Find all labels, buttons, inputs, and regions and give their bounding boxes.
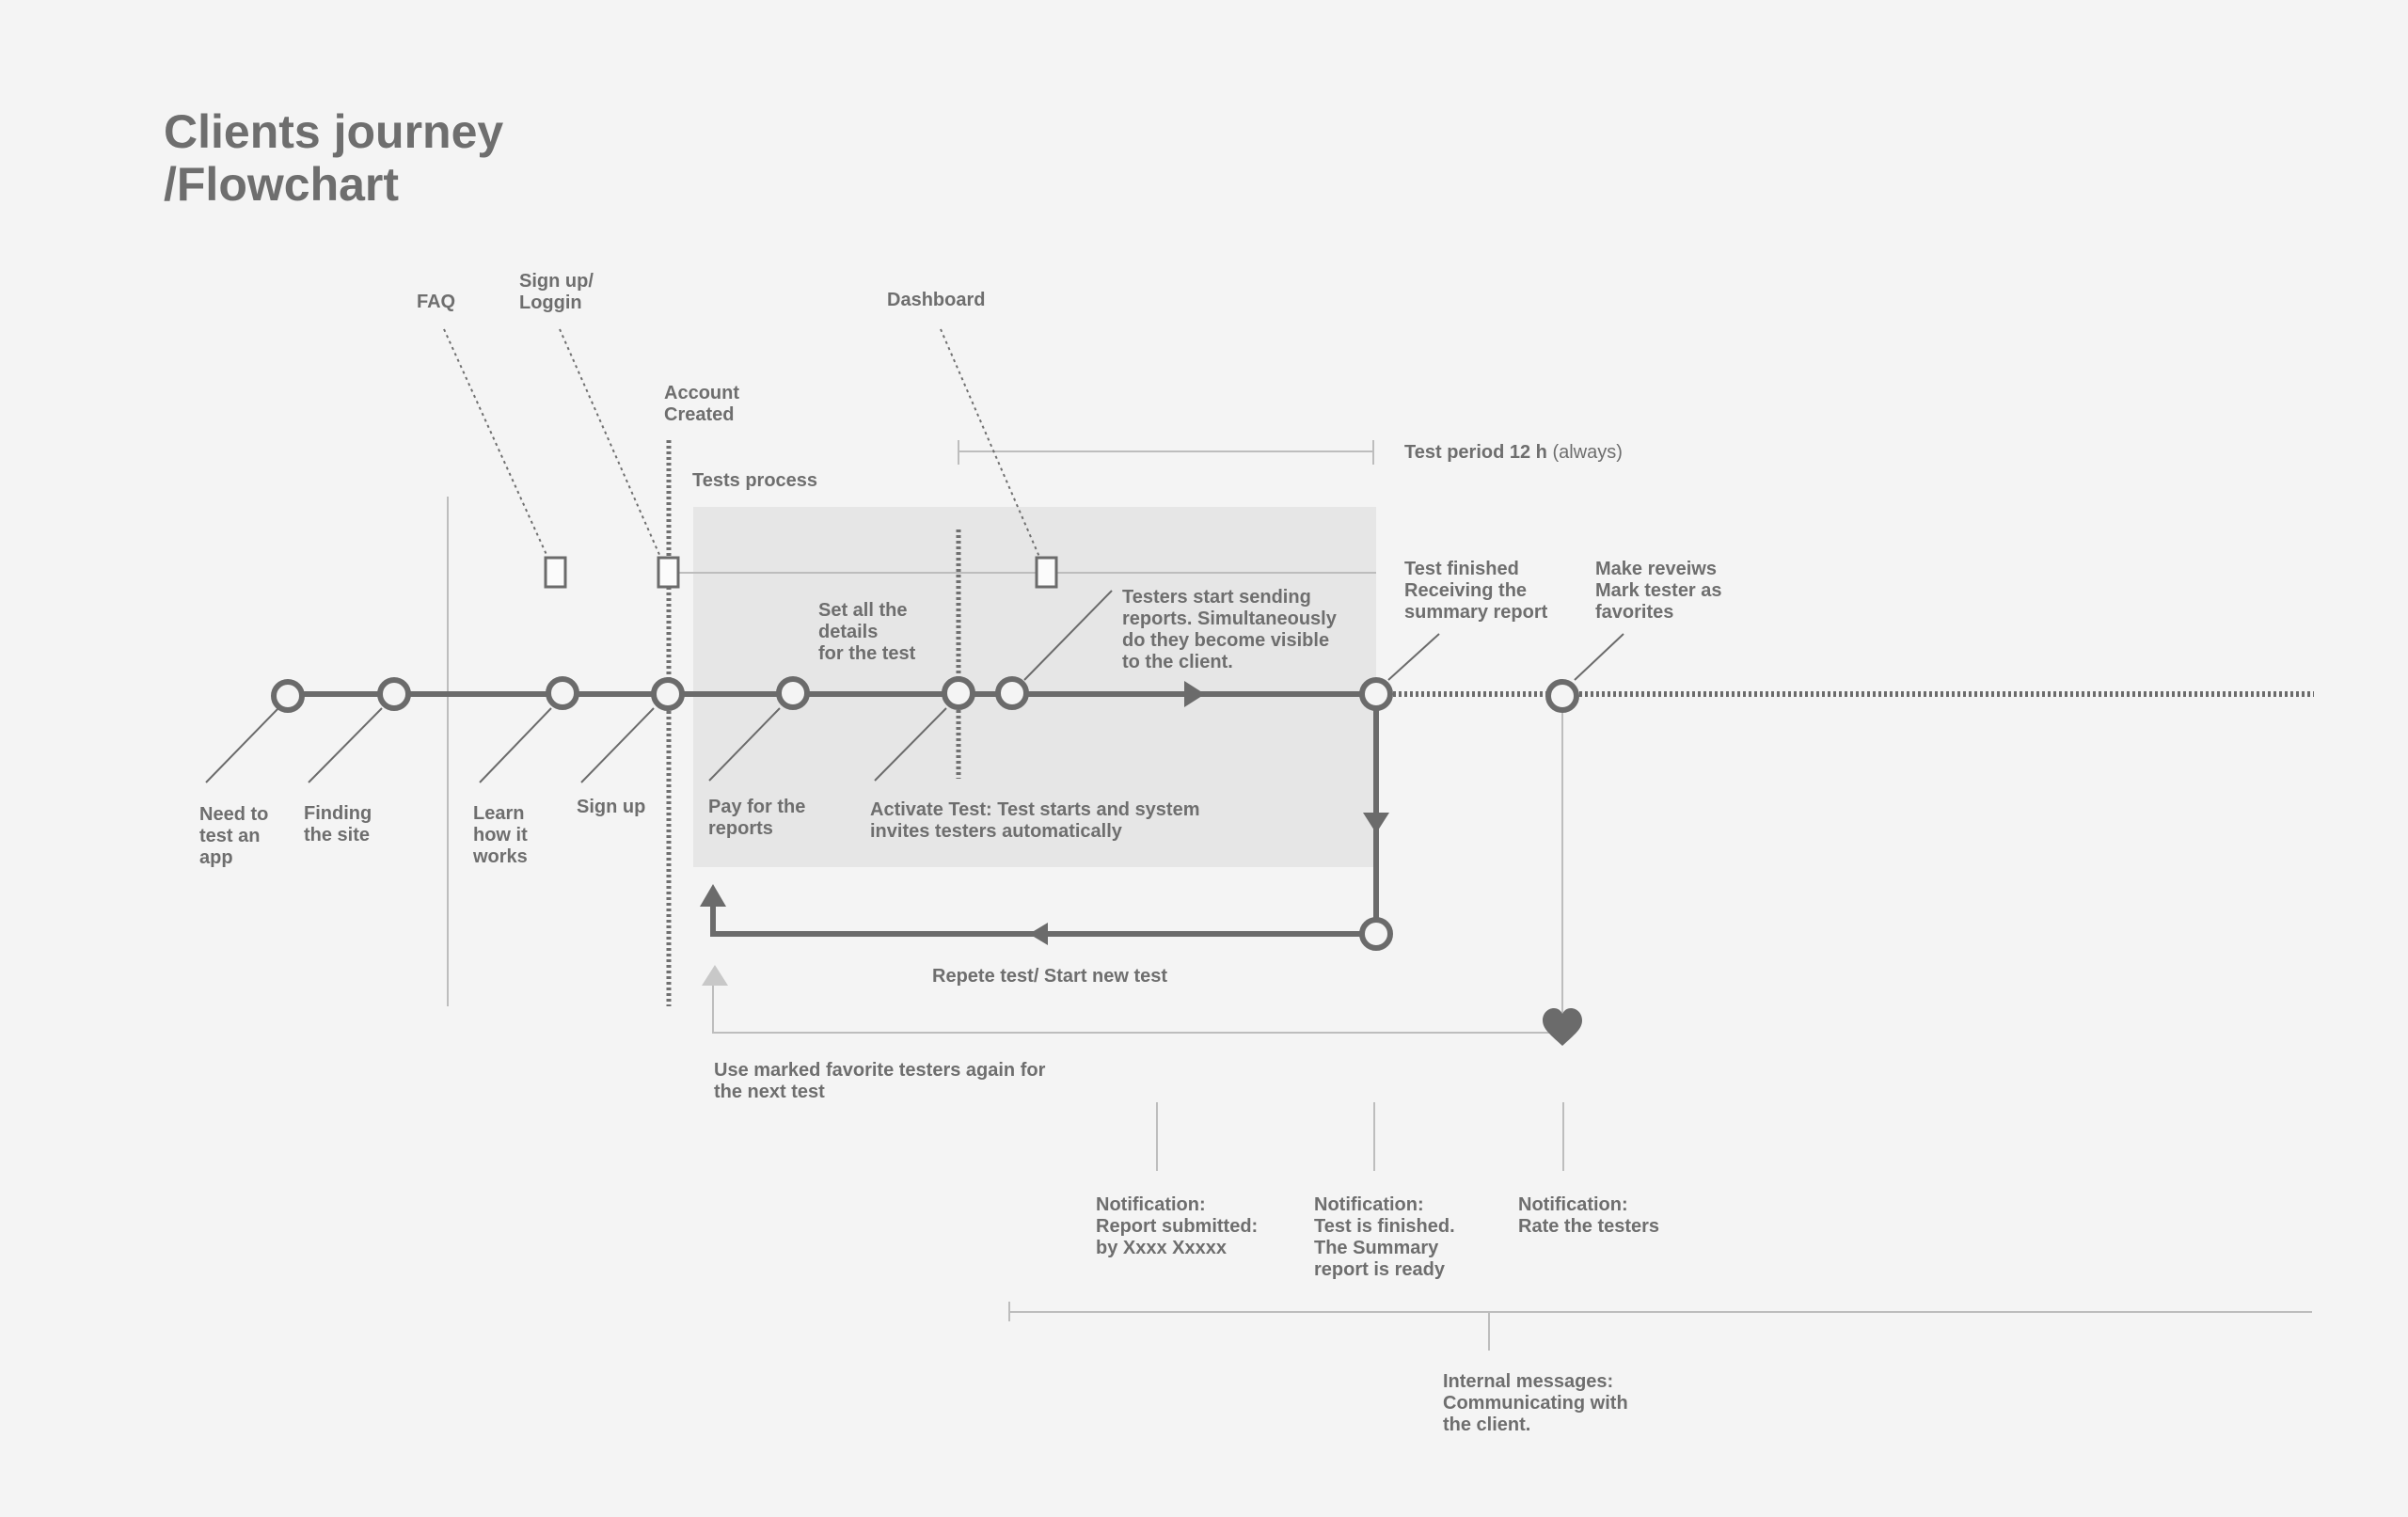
notification-report-submitted: Notification: Report submitted: by Xxxx … <box>1096 1194 1259 1258</box>
step-test-finished-label: Test finished Receiving the summary repo… <box>1404 559 1548 623</box>
node-make-reviews <box>1545 679 1579 713</box>
test-period-text: Test period 12 h <box>1404 442 1547 463</box>
node-repeat <box>1359 917 1393 951</box>
step-nodes <box>271 676 1579 951</box>
title-line-1: Clients journey <box>164 105 504 158</box>
repeat-loop-arrow-left <box>1029 923 1048 945</box>
node-learn <box>546 676 579 710</box>
signup-login-label: Sign up/ Loggin <box>519 271 594 313</box>
test-period-note: (always) <box>1552 442 1623 463</box>
step-learn-label: Learn how it works <box>473 803 528 867</box>
node-sign-up <box>651 677 685 711</box>
step-leader-lines <box>205 590 1624 783</box>
node-pay <box>776 676 810 710</box>
notification-test-finished: Notification: Test is finished. The Summ… <box>1314 1194 1455 1280</box>
page-leader-lines <box>443 328 1040 558</box>
repeat-test-label: Repete test/ Start new test <box>932 966 1168 987</box>
internal-messages-label: Internal messages: Communicating with th… <box>1443 1371 1628 1435</box>
repeat-loop-arrow-down <box>1363 813 1389 833</box>
signup-page-marker <box>657 556 680 589</box>
test-period-label: Test period 12 h (always) <box>1404 442 1623 464</box>
step-activate-label: Activate Test: Test starts and system in… <box>870 799 1200 842</box>
step-set-details-label: Set all the details for the test <box>818 600 916 664</box>
favorites-loop-arrow-up <box>702 965 728 986</box>
node-test-finished <box>1359 677 1393 711</box>
step-pay-label: Pay for the reports <box>708 797 806 839</box>
dashboard-page-marker <box>1035 556 1058 589</box>
repeat-loop-arrow-up <box>700 884 726 907</box>
test-period-bracket <box>958 440 1374 465</box>
faq-page-marker <box>544 556 567 589</box>
favorites-reuse-label: Use marked favorite testers again for th… <box>714 1060 1046 1102</box>
tests-process-label: Tests process <box>692 470 818 491</box>
notification-ticks <box>1156 1102 1564 1171</box>
step-finding-site-label: Finding the site <box>304 803 372 845</box>
step-sign-up-label: Sign up <box>577 797 646 817</box>
title-line-2: /Flowchart <box>164 158 400 211</box>
node-activate <box>942 676 975 710</box>
notification-rate-testers: Notification: Rate the testers <box>1518 1194 1660 1237</box>
heart-icon <box>1543 1008 1582 1046</box>
journey-arrow-right <box>1184 681 1205 707</box>
account-created-label: Account Created <box>664 383 739 425</box>
favorites-loop-line <box>712 694 1563 1034</box>
step-need-app-label: Need to test an app <box>199 804 269 868</box>
node-testers-start <box>995 676 1029 710</box>
dashboard-label: Dashboard <box>887 290 986 310</box>
step-make-reviews-label: Make reveiws Mark tester as favorites <box>1595 559 1722 623</box>
internal-messages-bracket <box>1008 1302 2312 1351</box>
node-finding-site <box>377 677 411 711</box>
step-testers-start-label: Testers start sending reports. Simultane… <box>1122 587 1337 672</box>
faq-label: FAQ <box>417 292 456 312</box>
node-need-app <box>271 679 305 713</box>
page-title: Clients journey /Flowchart <box>164 105 503 211</box>
